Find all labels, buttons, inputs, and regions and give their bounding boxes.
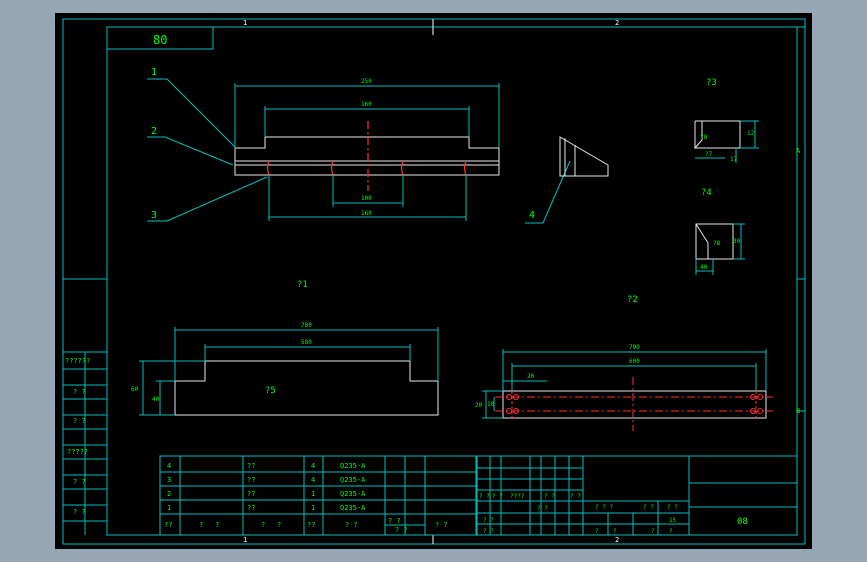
hdr-code1: ?: [261, 521, 265, 529]
tb-c4: ? ?: [544, 493, 555, 500]
hdr-material: ? ?: [345, 521, 358, 529]
row3-name: ??: [247, 476, 255, 484]
stamp-number: 80: [153, 33, 167, 47]
cad-drawing: 80 1 2 1 2 A B 1 2 3 4 ?1 ?2 ?3 ?4 ?5 25…: [62, 18, 806, 545]
zone-right-top: A: [796, 147, 801, 155]
hdr-name1: ?: [199, 521, 203, 529]
callout-2: 2: [151, 126, 157, 137]
tb-c5: ? ?: [570, 493, 581, 500]
dim-front-overall: 250: [361, 78, 372, 85]
outer-border: [62, 18, 806, 545]
row2-material: Q235-A: [340, 490, 366, 498]
tb-c1: ? ?: [479, 493, 490, 500]
dim-rail-h2: 10: [487, 401, 495, 408]
tb-c3: ????: [510, 493, 525, 500]
row1-qty: 1: [311, 504, 315, 512]
left-strip-3: ? ?: [73, 417, 86, 425]
dim-rail-overall: 790: [629, 344, 640, 351]
hdr-m1: ? ?: [388, 517, 401, 525]
row4-qty: 4: [311, 462, 315, 470]
left-strip-6: ? ?: [73, 508, 86, 516]
front-view: [234, 136, 500, 176]
zone-bottom-right: 2: [615, 536, 619, 544]
dim-small1-d: 17: [730, 156, 738, 163]
row2-qty: 1: [311, 490, 315, 498]
hdr-no: ??: [164, 521, 172, 529]
row1-material: Q235-A: [340, 504, 366, 512]
tb-s7: ?: [595, 528, 599, 535]
dim-small1-b: 12: [747, 130, 755, 137]
view-label-3: ?3: [706, 78, 717, 88]
dim-front-bottom: 160: [361, 210, 372, 217]
dim-rail-inner: 600: [629, 358, 640, 365]
left-strip-5: ? ?: [73, 478, 86, 486]
dim-plate-overall: 780: [301, 322, 312, 329]
dim-plate-h1: 60: [131, 386, 139, 393]
dim-front-inner: 100: [361, 195, 372, 202]
row1-name: ??: [247, 504, 255, 512]
dim-small1-c: ?7: [705, 151, 713, 158]
hdr-qty: ??: [307, 521, 315, 529]
row2-name: ??: [247, 490, 255, 498]
zone-right-bottom: B: [796, 407, 800, 415]
hdr-code2: ?: [277, 521, 281, 529]
tb-c8: ? ?: [483, 528, 494, 535]
callout-4: 4: [529, 210, 535, 221]
wedge-view: [559, 136, 609, 177]
row4-no: 4: [167, 462, 171, 470]
title-block: [476, 455, 798, 536]
tb-s6: 15: [669, 517, 677, 524]
hdr-note: ? ?: [435, 521, 448, 529]
plate-view: [174, 360, 439, 416]
dim-small2-c: 40: [700, 264, 708, 271]
view-label-1: ?1: [297, 280, 308, 290]
inner-border: [106, 26, 798, 536]
dim-small2-a: ?8: [713, 240, 721, 247]
row2-no: 2: [167, 490, 171, 498]
zone-top-right: 2: [615, 19, 619, 27]
hdr-name2: ?: [215, 521, 219, 529]
rail-view: [502, 390, 767, 419]
zone-top-left: 1: [243, 19, 247, 27]
dim-plate-h2: 40: [152, 396, 160, 403]
view-label-5: ?5: [265, 386, 276, 396]
callout-1: 1: [151, 67, 157, 78]
tb-s8: ?: [669, 528, 673, 535]
row1-no: 1: [167, 504, 171, 512]
row4-name: ??: [247, 462, 255, 470]
drawing-sheet: 80 1 2 1 2 A B 1 2 3 4 ?1 ?2 ?3 ?4 ?5 25…: [55, 13, 812, 549]
view-label-4: ?4: [701, 188, 712, 198]
tb-s2: ? ?: [643, 504, 654, 511]
stamp-box: [106, 26, 214, 50]
dim-plate-top: 580: [301, 339, 312, 346]
parts-table: [159, 455, 477, 536]
hdr-m2: ? ?: [395, 526, 408, 534]
dim-small1-a: ?8: [700, 134, 708, 141]
zone-bottom-left: 1: [243, 536, 247, 544]
tb-c7: ? ?: [537, 505, 548, 512]
dim-rail-left: 20: [527, 373, 535, 380]
tb-s1: ? ? ?: [595, 504, 613, 511]
dim-rail-h1: 20: [475, 402, 483, 409]
dim-front-top: 160: [361, 101, 372, 108]
left-strip-1: ??????: [65, 357, 90, 365]
tb-s4: ?: [613, 528, 617, 535]
title-block-text: ? ? ? ? ???? ? ? ? ? ? ? ? ? ? ? ? ? ? ?…: [479, 493, 678, 535]
left-strip-4: ?????: [67, 448, 88, 456]
tb-s3: ? ?: [667, 504, 678, 511]
dim-small2-b: 30: [733, 238, 741, 245]
tb-c6: ? ?: [483, 517, 494, 524]
tb-s5: ?: [651, 528, 655, 535]
row3-no: 3: [167, 476, 171, 484]
row3-material: Q235-A: [340, 476, 366, 484]
tb-c2: ? ?: [492, 493, 503, 500]
row3-qty: 4: [311, 476, 315, 484]
row4-material: Q235-A: [340, 462, 366, 470]
parts-table-text: 4 ?? 4 Q235-A 3 ?? 4 Q235-A 2 ?? 1 Q235-…: [164, 462, 448, 534]
title-block-code: 08: [737, 517, 748, 527]
view-label-2: ?2: [627, 295, 638, 305]
callout-3: 3: [151, 210, 157, 221]
left-strip-2: ? ?: [73, 388, 86, 396]
